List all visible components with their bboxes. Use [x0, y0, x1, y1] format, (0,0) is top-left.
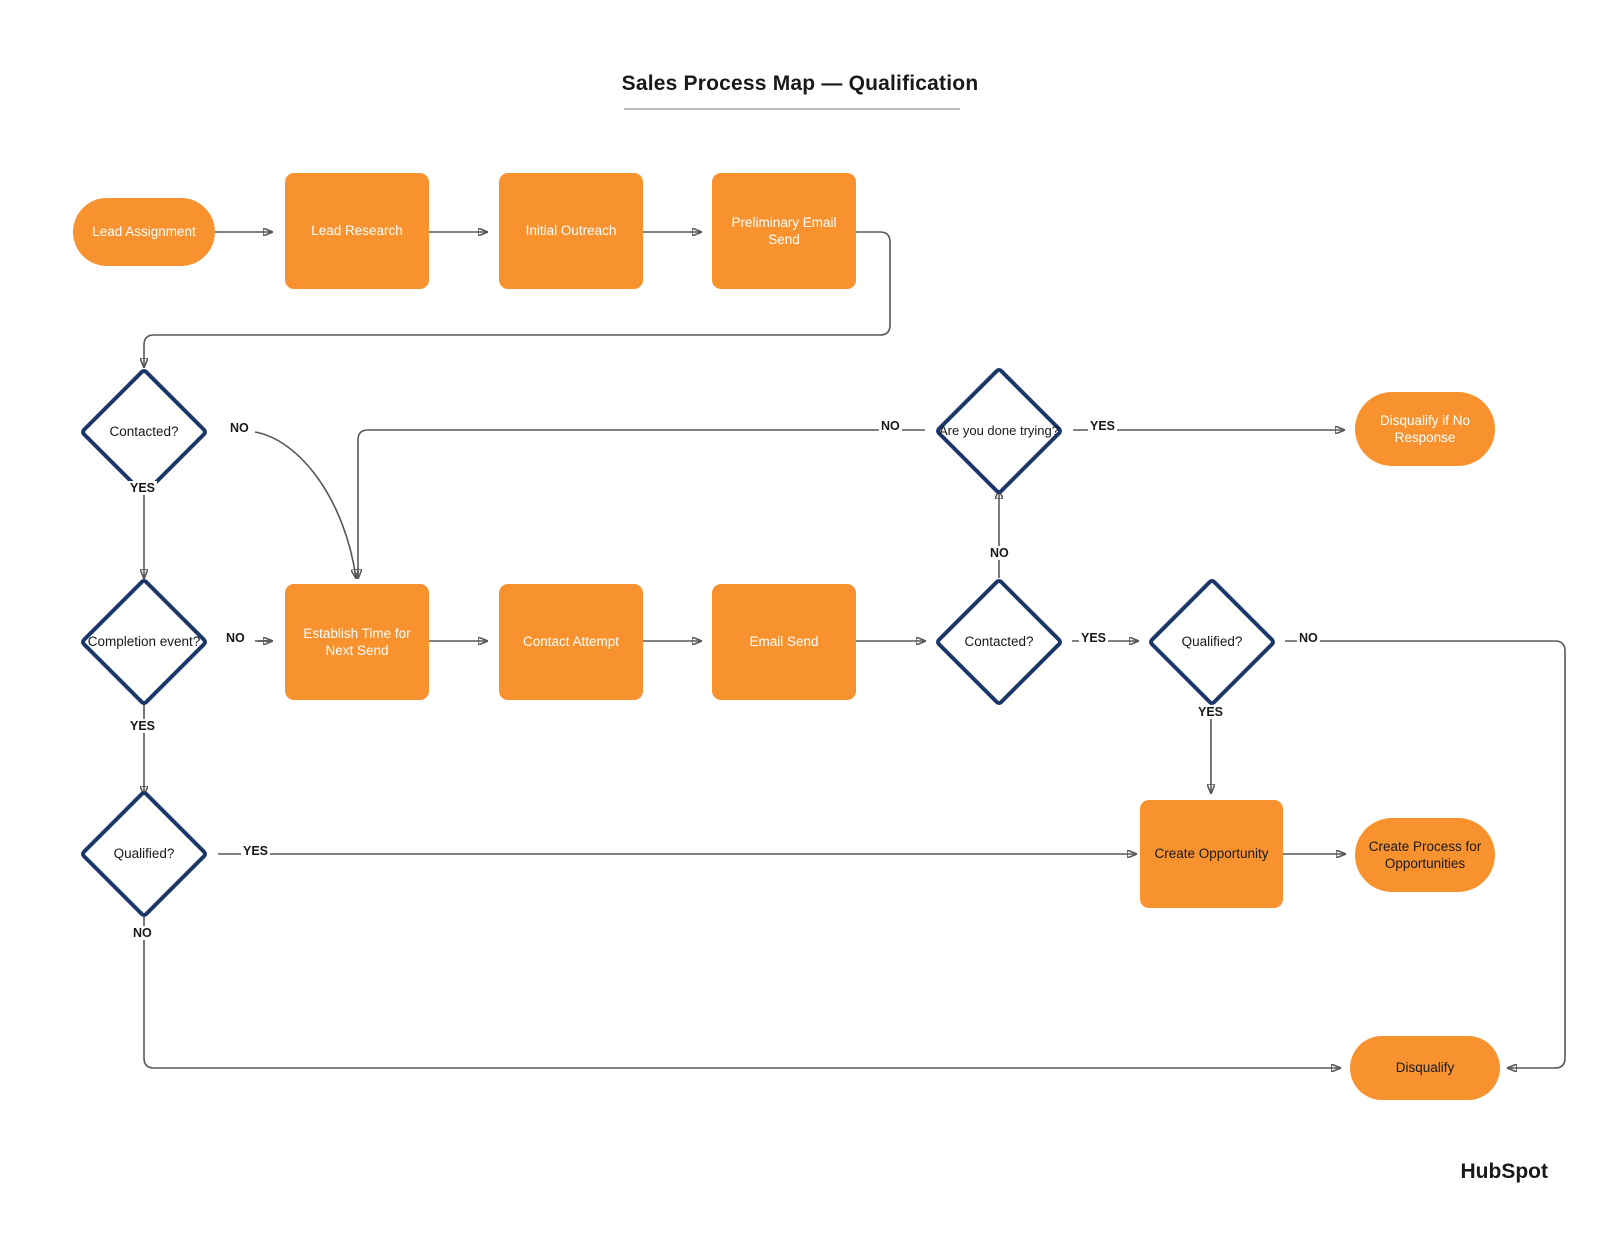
node-create-process-for-opportunities[interactable]: Create Process for Opportunities [1355, 818, 1495, 892]
edge-contacted1-no-to-establish [254, 431, 356, 578]
edge-label-contacted1-no: NO [228, 421, 251, 435]
node-label: Qualified? [1181, 633, 1243, 649]
node-label: Disqualify [1395, 1060, 1455, 1076]
node-label: Preliminary Email Send [731, 214, 837, 247]
node-initial-outreach[interactable]: Initial Outreach [499, 173, 643, 289]
node-label: Are you done trying? [939, 422, 1059, 438]
edge-label-donetrying-no: NO [879, 419, 902, 433]
node-label: Contacted? [964, 633, 1034, 649]
node-establish-time-for-next-send[interactable]: Establish Time for Next Send [285, 584, 429, 700]
node-contacted-2[interactable]: Contacted? [915, 576, 1083, 708]
node-qualified-1[interactable]: Qualified? [60, 788, 228, 920]
edge-donetrying-no-to-establish [358, 429, 925, 578]
node-label: Email Send [749, 634, 819, 650]
node-label: Lead Assignment [92, 224, 196, 240]
node-email-send[interactable]: Email Send [712, 584, 856, 700]
edge-label-contacted2-yes: YES [1079, 631, 1109, 645]
node-disqualify[interactable]: Disqualify [1350, 1036, 1500, 1100]
edge-label-qualified1-yes: YES [241, 844, 271, 858]
node-label: Disqualify if No Response [1379, 412, 1471, 445]
node-disqualify-if-no-response[interactable]: Disqualify if No Response [1355, 392, 1495, 466]
title-underline [624, 108, 960, 110]
node-label: Create Process for Opportunities [1368, 838, 1482, 871]
node-qualified-2[interactable]: Qualified? [1128, 576, 1296, 708]
edge-label-contacted1-yes: YES [128, 481, 158, 495]
node-label: Establish Time for Next Send [303, 625, 411, 658]
node-label: Contact Attempt [522, 634, 620, 650]
node-label: Contacted? [109, 423, 179, 439]
edge-label-qualified2-no: NO [1297, 631, 1320, 645]
node-contacted-1[interactable]: Contacted? [60, 366, 228, 498]
node-label: Completion event? [87, 633, 201, 649]
node-lead-assignment[interactable]: Lead Assignment [73, 198, 215, 266]
node-preliminary-email-send[interactable]: Preliminary Email Send [712, 173, 856, 289]
node-label: Initial Outreach [525, 223, 617, 239]
node-create-opportunity[interactable]: Create Opportunity [1140, 800, 1283, 908]
edge-label-qualified1-no: NO [131, 926, 154, 940]
node-contact-attempt[interactable]: Contact Attempt [499, 584, 643, 700]
page-title: Sales Process Map — Qualification [621, 72, 979, 95]
node-label: Lead Research [311, 223, 403, 239]
edge-label-qualified2-yes: YES [1196, 705, 1226, 719]
brand-logo-text: HubSpot [1460, 1160, 1548, 1183]
node-are-you-done-trying[interactable]: Are you done trying? [915, 365, 1083, 497]
edge-qualified1-no-to-disqualify [143, 913, 1340, 1068]
node-completion-event[interactable]: Completion event? [60, 576, 228, 708]
edge-label-completion-yes: YES [128, 719, 158, 733]
edge-label-completion-no: NO [224, 631, 247, 645]
node-label: Create Opportunity [1154, 846, 1269, 862]
edge-label-contacted2-no: NO [988, 546, 1011, 560]
node-lead-research[interactable]: Lead Research [285, 173, 429, 289]
edge-label-donetrying-yes: YES [1088, 419, 1118, 433]
node-label: Qualified? [113, 845, 175, 861]
